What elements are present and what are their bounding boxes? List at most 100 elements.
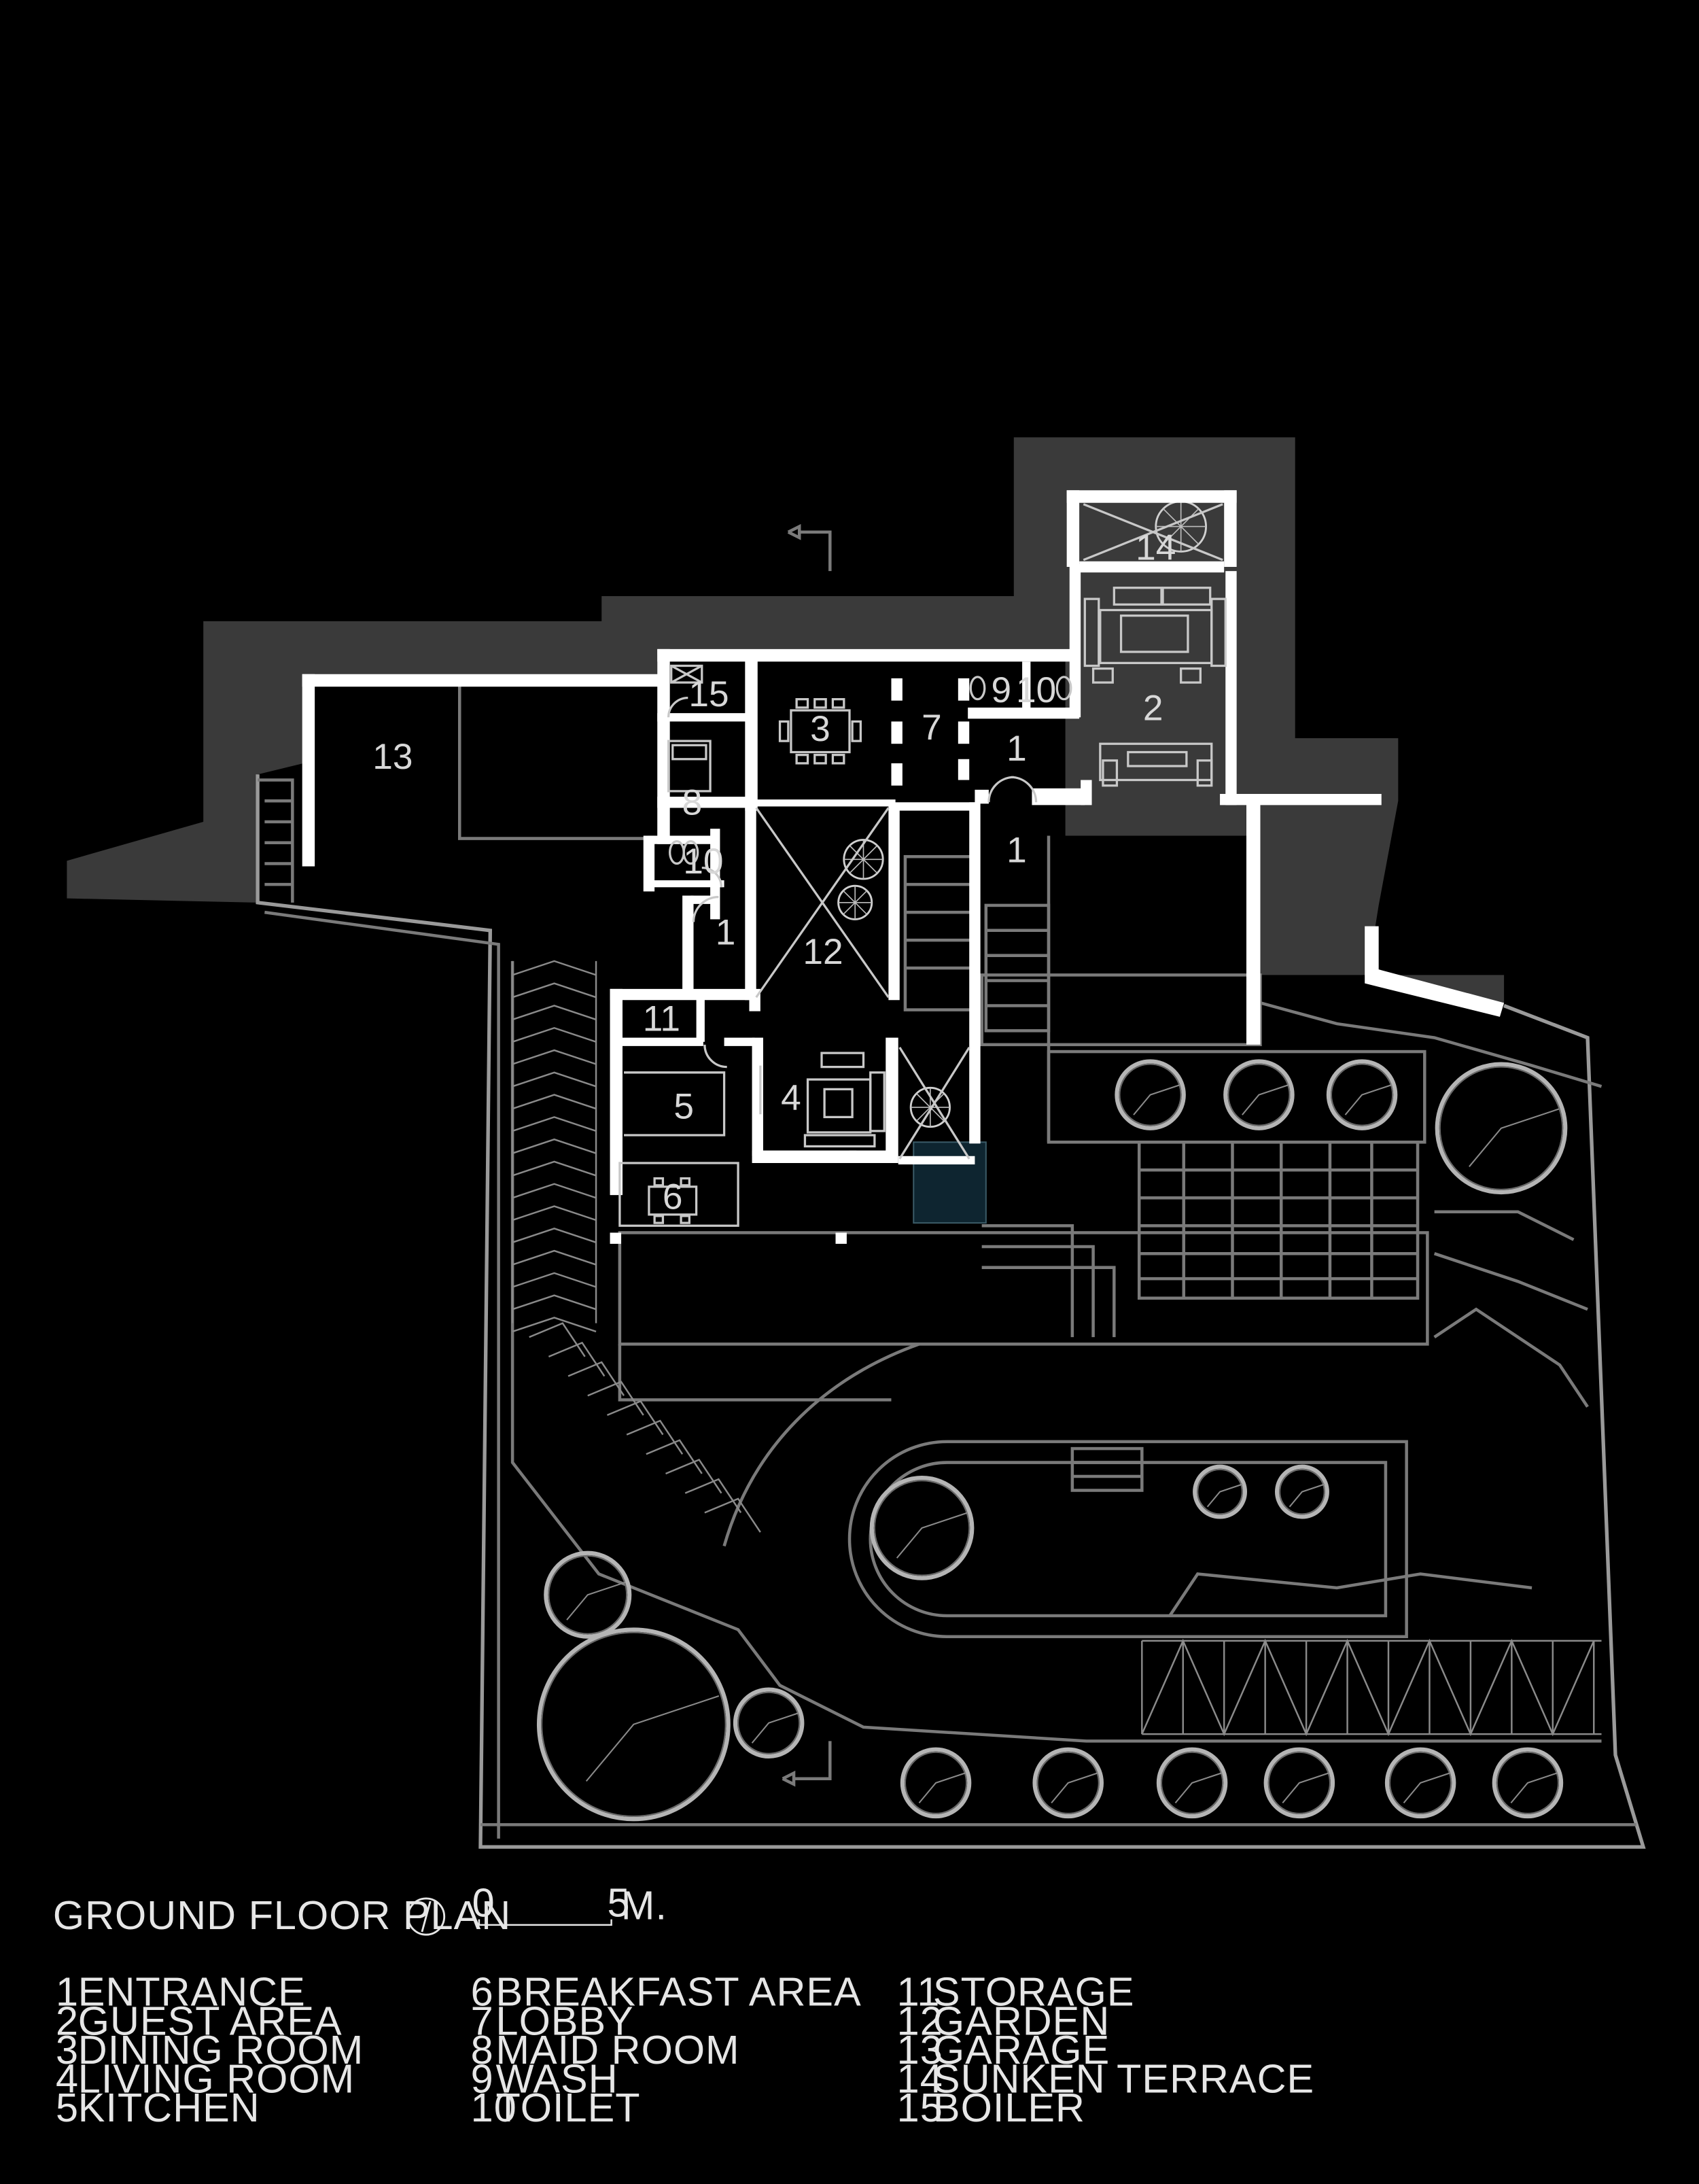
hedge-pattern (512, 1138, 597, 1154)
room-label-dining: 3 (810, 709, 830, 749)
hedge-pattern (512, 1205, 597, 1221)
room-numbers: 1 1 1 2 3 4 5 6 7 8 9 10 10 11 12 13 14 … (372, 528, 1176, 1217)
hedge-pattern (567, 1361, 625, 1396)
room-label-entrance-a: 1 (1006, 729, 1027, 769)
tree-icon (1156, 1747, 1228, 1819)
hedge-pattern (665, 1458, 722, 1494)
legend-label: WASH (496, 2056, 618, 2102)
hedge-pattern (512, 1049, 597, 1065)
legend-label: SUNKEN TERRACE (933, 2056, 1314, 2102)
legend-label: LIVING ROOM (78, 2056, 355, 2102)
hedge-pattern (548, 1341, 606, 1377)
hedge-pattern (529, 1322, 586, 1357)
tree-branch (1051, 1772, 1099, 1804)
tree-canopy-ring (873, 1480, 970, 1576)
zigzag-hedges (511, 960, 1602, 1737)
legend-number: 12 (897, 1998, 943, 2043)
tree-branch (566, 1581, 626, 1620)
tree-icon (1435, 1062, 1568, 1195)
palm-frond (930, 1107, 945, 1122)
room-label-garden: 12 (803, 932, 843, 972)
tree-canopy-ring (1227, 1063, 1291, 1126)
landscape-trees (536, 500, 1568, 1822)
room-label-breakfast: 6 (663, 1177, 683, 1217)
legend-number: 9 (471, 2056, 494, 2102)
tree-canopy-ring (1279, 1468, 1325, 1515)
palm-frond (854, 902, 868, 915)
legend-number: 5 (56, 2085, 79, 2130)
tree-branch (1282, 1772, 1330, 1804)
tree-branch (1174, 1772, 1223, 1804)
stairs (903, 854, 1144, 1492)
tree-icon (1492, 1747, 1564, 1819)
room-label-living: 4 (781, 1078, 801, 1118)
legend-number: 11 (897, 1969, 941, 2015)
tree-icon (1193, 1464, 1248, 1519)
legend-label: GUEST AREA (78, 1998, 343, 2043)
legend-number: 1 (56, 1969, 79, 2015)
room-label-toilet-a: 10 (1016, 670, 1056, 710)
hedge-pattern (512, 1160, 597, 1177)
palm-frond (1163, 525, 1182, 545)
legend-label: GARAGE (933, 2027, 1110, 2073)
legend-number: 4 (56, 2056, 79, 2102)
hedge-pattern (606, 1400, 664, 1436)
tree-canopy-ring (1119, 1063, 1182, 1126)
plan-title: GROUND FLOOR PLAN (53, 1892, 511, 1938)
hedge-pattern (512, 1183, 597, 1199)
tree-icon (900, 1747, 972, 1819)
tree-canopy-ring (548, 1555, 628, 1635)
legend-label: LOBBY (496, 1998, 634, 2043)
hedge-pattern (1141, 1638, 1595, 1737)
room-label-boiler: 15 (688, 674, 729, 714)
legend-number: 10 (471, 2085, 517, 2130)
tree-branch (1469, 1108, 1560, 1167)
legend-number: 2 (56, 1998, 79, 2043)
palm-frond (1163, 508, 1182, 527)
room-label-toilet-b: 10 (683, 842, 723, 882)
palm-frond (843, 890, 856, 903)
room-label-maid: 8 (682, 783, 703, 823)
hedge-pattern (512, 1249, 597, 1266)
tree-canopy-ring (1036, 1751, 1100, 1814)
legend-label: ENTRANCE (78, 1969, 306, 2015)
tree-canopy-ring (904, 1751, 968, 1814)
hedge-pattern (512, 1026, 597, 1043)
scale-bar: 0 5 M. (472, 1880, 667, 1928)
palm-frond (849, 859, 864, 874)
tree-branch (751, 1712, 799, 1744)
room-label-sunken: 14 (1136, 528, 1176, 568)
tree-canopy-ring (1496, 1751, 1560, 1814)
hedge-pattern (512, 1228, 597, 1243)
tree-icon (544, 1550, 632, 1639)
legend-label: GARDEN (933, 1998, 1110, 2043)
room-label-entrance-b: 1 (1006, 830, 1027, 870)
tree-icon (1275, 1464, 1329, 1519)
room-label-guest: 2 (1143, 688, 1163, 728)
room-label-wash: 9 (992, 670, 1012, 710)
tree-icon (733, 1687, 805, 1758)
scale-zero: 0 (472, 1880, 495, 1926)
legend-number: 8 (471, 2027, 494, 2073)
pool (913, 1141, 987, 1224)
furniture (618, 503, 1227, 1227)
legend-label: STORAGE (933, 1969, 1135, 2015)
tree-canopy-ring (1197, 1468, 1243, 1515)
hedge-pattern (512, 960, 597, 976)
tree-canopy-ring (1389, 1751, 1452, 1814)
palm-frond (862, 845, 878, 860)
tree-canopy-ring (1439, 1066, 1564, 1190)
tree-icon (1384, 1747, 1456, 1819)
tree-canopy-ring (737, 1691, 801, 1754)
tree-branch (585, 1695, 720, 1782)
site-backdrop (67, 437, 1505, 1006)
tree-icon (1032, 1747, 1104, 1819)
tree-branch (1403, 1772, 1451, 1804)
palm-frond (915, 1093, 931, 1108)
hedge-pattern (512, 1294, 597, 1311)
tree-icon (869, 1476, 975, 1580)
tree-icon (1115, 1059, 1186, 1130)
hedge-pattern (512, 1317, 597, 1333)
tree-canopy-ring (1330, 1063, 1394, 1126)
